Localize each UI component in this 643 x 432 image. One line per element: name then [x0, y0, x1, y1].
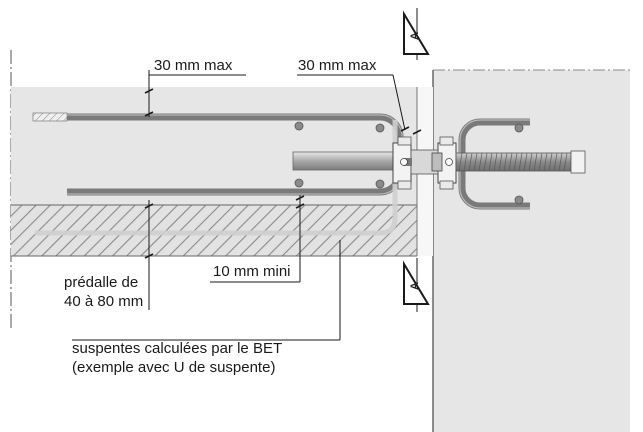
top-bar-end-hatch — [32, 112, 68, 122]
coupler-hole — [445, 158, 453, 166]
section-letter-top: A — [409, 32, 421, 40]
predalle-label-line2: 40 à 80 mm — [64, 293, 143, 310]
rebar-dot — [514, 123, 524, 133]
coupler-detail — [439, 180, 454, 190]
rebar-dot — [294, 178, 304, 188]
suspentes-label-line1: suspentes calculées par le BET — [72, 340, 282, 357]
rebar-dot — [375, 179, 385, 189]
rebar-dot — [294, 121, 304, 131]
coupler-bolt — [404, 158, 412, 166]
dim-top-left — [144, 70, 246, 117]
coupler-hole — [400, 158, 408, 166]
connector-pin — [292, 151, 401, 171]
slab-concrete — [11, 87, 417, 205]
wall-threaded-bar — [455, 152, 572, 172]
suspentes-label-line2: (exemple avec U de suspente) — [72, 359, 275, 376]
suspension-bar — [35, 120, 398, 236]
coupler-detail — [397, 180, 412, 190]
dim-label-min: 10 mm mini — [213, 263, 291, 280]
section-mark-bottom: A — [403, 258, 430, 312]
rebar-dot — [514, 195, 524, 205]
section-mark-top: A — [403, 8, 430, 60]
thread-marks — [458, 152, 568, 172]
coupler-nut-inner — [431, 152, 443, 172]
wall-concrete — [433, 70, 630, 432]
dim-min — [210, 195, 305, 283]
dim-label-top-left: 30 mm max — [154, 57, 233, 74]
bar-end-cap — [570, 150, 586, 174]
dim-predalle — [144, 200, 154, 310]
coupler-detail — [397, 136, 412, 146]
section-letter-bottom: A — [409, 282, 421, 290]
predalle-label-line1: prédalle de — [64, 274, 138, 291]
dim-top-right — [297, 74, 422, 135]
coupler-detail — [439, 136, 454, 146]
dim-label-top-right: 30 mm max — [298, 57, 377, 74]
rebar-dot — [375, 123, 385, 133]
suspentes-leader — [72, 240, 341, 341]
